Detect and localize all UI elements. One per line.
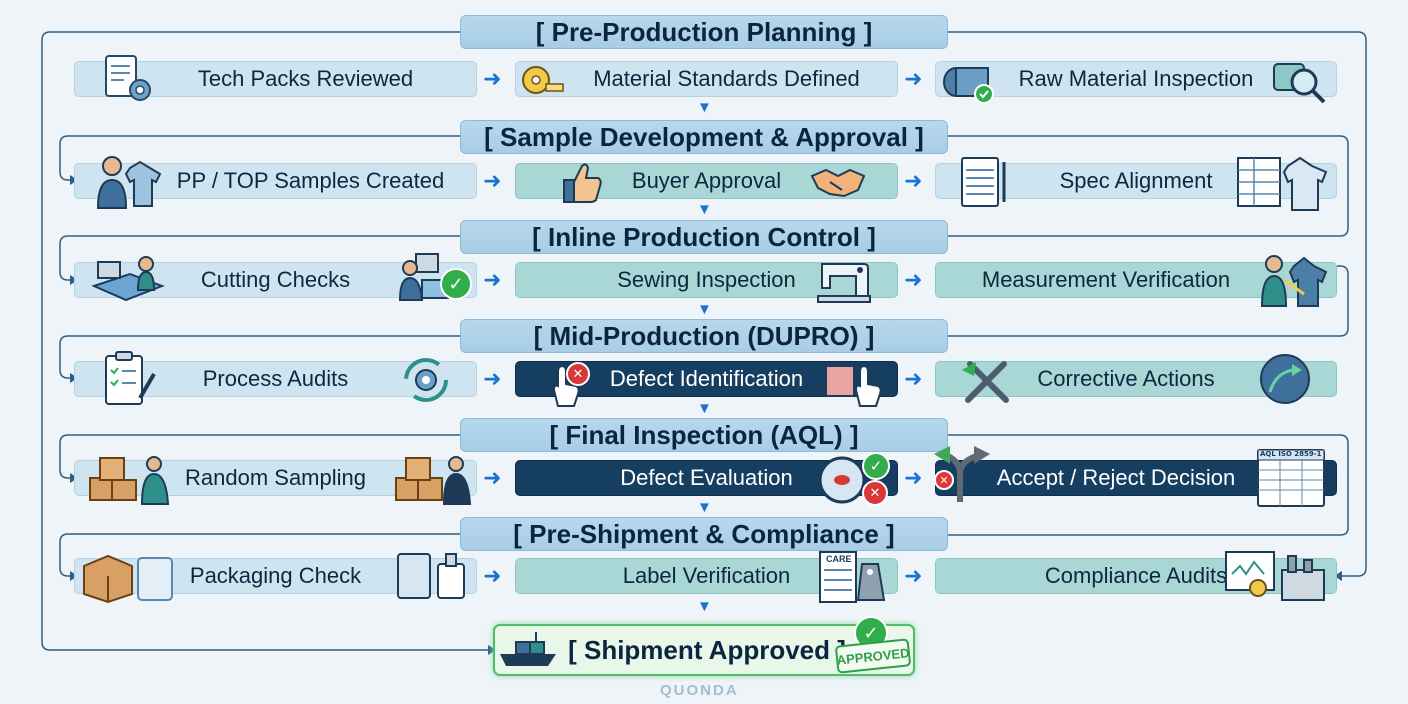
down-arrow-icon: ▼ — [697, 201, 712, 218]
clipboard-icon — [100, 350, 158, 408]
thumbs-up-icon — [560, 158, 604, 206]
care-label-icon: CARE — [818, 550, 888, 606]
phase-header: [ Mid-Production (DUPRO) ] — [460, 319, 948, 353]
phase-header: [ Final Inspection (AQL) ] — [460, 418, 948, 452]
right-arrow-icon: ➜ — [483, 465, 502, 490]
down-arrow-icon: ▼ — [697, 99, 712, 116]
down-arrow-icon: ▼ — [697, 400, 712, 417]
right-arrow-icon: ➜ — [483, 66, 502, 91]
right-arrow-icon: ➜ — [483, 267, 502, 292]
step-label: Defect Identification — [609, 366, 804, 391]
right-arrow-icon: ➜ — [483, 563, 502, 588]
step-box: Tech Packs Reviewed — [74, 61, 477, 97]
aql-sheet-label: AQL ISO 2859-1 — [1260, 450, 1322, 458]
right-arrow-icon: ➜ — [483, 366, 502, 391]
document-gear-icon — [100, 52, 156, 106]
brand-logo: QUONDA — [660, 682, 739, 699]
branch-arrow-icon: ✕ — [926, 444, 998, 504]
refresh-gear-icon — [396, 354, 456, 406]
right-arrow-icon: ➜ — [904, 563, 923, 588]
x-icon: ✕ — [862, 480, 888, 506]
check-icon: ✓ — [862, 452, 890, 480]
bag-tag-icon — [396, 550, 468, 602]
step-label: Corrective Actions — [1037, 366, 1215, 391]
down-arrow-icon: ▼ — [697, 598, 712, 615]
hand-pointer-icon: ✕ — [546, 360, 590, 410]
step-label: Compliance Audits — [1044, 563, 1228, 588]
cutting-table-icon — [90, 252, 166, 308]
down-arrow-icon: ▼ — [697, 499, 712, 516]
aql-sheet-icon: AQL ISO 2859-1 — [1256, 448, 1326, 508]
x-icon: ✕ — [934, 470, 954, 490]
right-arrow-icon: ➜ — [904, 267, 923, 292]
box-package-icon — [80, 548, 176, 604]
step-label: Label Verification — [622, 563, 791, 588]
step-label: Measurement Verification — [981, 267, 1231, 292]
shirt-icon — [1236, 154, 1336, 212]
care-label-text: CARE — [826, 554, 852, 564]
check-icon: ✓ — [440, 268, 472, 300]
phase-header: [ Inline Production Control ] — [460, 220, 948, 254]
right-arrow-icon: ➜ — [904, 66, 923, 91]
magnifier-icon: ✓ ✕ — [816, 452, 892, 506]
step-label: Random Sampling — [185, 465, 366, 490]
step-label: Sewing Inspection — [617, 267, 796, 292]
step-label: Raw Material Inspection — [1018, 66, 1254, 91]
x-icon: ✕ — [566, 362, 590, 386]
sewing-machine-icon — [816, 256, 872, 306]
boxes-icon — [86, 450, 176, 506]
cargo-ship-icon — [498, 630, 558, 672]
step-box: Material Standards Defined — [515, 61, 898, 97]
step-label: Cutting Checks — [200, 267, 351, 292]
tools-icon — [958, 354, 1018, 406]
handshake-icon — [808, 162, 868, 202]
step-label: Accept / Reject Decision — [996, 465, 1236, 490]
measuring-worker-icon — [1260, 250, 1332, 310]
right-arrow-icon: ➜ — [904, 465, 923, 490]
step-label: PP / TOP Samples Created — [176, 168, 445, 193]
step-label: Material Standards Defined — [593, 66, 860, 91]
step-label: Defect Evaluation — [620, 465, 793, 490]
spec-sheet-icon — [958, 154, 1010, 210]
phase-header: [ Sample Development & Approval ] — [460, 120, 948, 154]
certificate-icon — [1224, 548, 1328, 604]
step-box: Raw Material Inspection — [935, 61, 1337, 97]
right-arrow-icon: ➜ — [904, 366, 923, 391]
hand-pointer-icon — [824, 360, 884, 410]
step-label: Spec Alignment — [1059, 168, 1213, 193]
tape-measure-icon — [520, 64, 564, 96]
right-arrow-icon: ➜ — [904, 168, 923, 193]
step-label: Buyer Approval — [631, 168, 782, 193]
worker-shirt-icon — [94, 152, 164, 212]
phase-header: [ Pre-Shipment & Compliance ] — [460, 517, 948, 551]
shipment-approved-label: [ Shipment Approved ] — [568, 634, 846, 665]
right-arrow-icon: ➜ — [483, 168, 502, 193]
boxes-icon — [394, 450, 474, 506]
fabric-roll-icon — [940, 56, 998, 104]
step-label: Process Audits — [202, 366, 349, 391]
arrow-circle-icon — [1258, 352, 1312, 406]
step-label: Packaging Check — [189, 563, 362, 588]
step-label: Tech Packs Reviewed — [197, 66, 414, 91]
inspector-check-icon: ✓ — [396, 250, 472, 308]
phase-header: [ Pre-Production Planning ] — [460, 15, 948, 49]
down-arrow-icon: ▼ — [697, 301, 712, 318]
magnifier-icon — [1270, 54, 1330, 108]
